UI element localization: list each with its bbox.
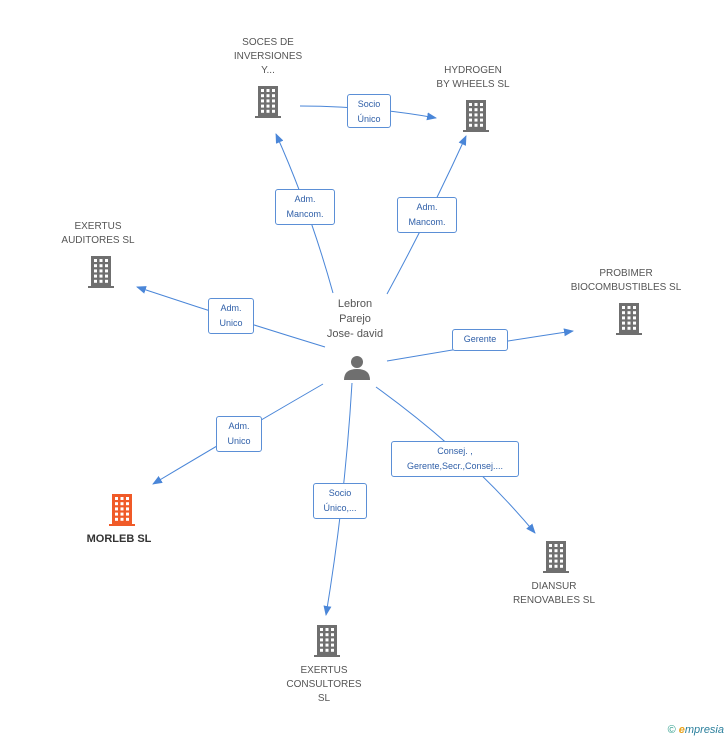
relation-label-line: Adm. <box>416 202 438 212</box>
building-icon-hydrogen[interactable] <box>463 100 489 132</box>
company-label-line: CONSULTORES <box>286 679 362 690</box>
company-label-line: BIOCOMBUSTIBLES SL <box>570 282 682 293</box>
company-label-line: PROBIMER <box>599 268 653 279</box>
company-label-line: HYDROGEN <box>444 65 502 76</box>
relation-label-probimer[interactable]: Gerente <box>452 329 508 351</box>
relation-label-line: Gerente,Secr.,Consej.... <box>406 461 504 471</box>
building-icon-exertus-auditores[interactable] <box>88 256 114 288</box>
company-label-line: BY WHEELS SL <box>436 79 510 90</box>
relation-label-line: Gerente <box>463 334 497 344</box>
company-label-line: MORLEB SL <box>86 533 152 545</box>
building-icon-morleb[interactable] <box>109 494 135 526</box>
relation-label-diansur[interactable]: Consej. , Gerente,Secr.,Consej.... <box>391 441 519 477</box>
company-label-line: SL <box>317 693 331 704</box>
company-label-probimer[interactable]: PROBIMER BIOCOMBUSTIBLES SL <box>556 267 696 295</box>
person-icon[interactable] <box>344 356 370 380</box>
relation-label-line: Socio <box>328 488 352 498</box>
relation-label-morleb[interactable]: Adm. Unico <box>216 416 262 452</box>
relation-label-soces[interactable]: Adm. Mancom. <box>275 189 335 225</box>
company-label-line: EXERTUS <box>300 665 348 676</box>
company-label-exertus-consultores[interactable]: EXERTUS CONSULTORES SL <box>254 664 394 706</box>
relation-label-auditores[interactable]: Adm. Unico <box>208 298 254 334</box>
company-label-line: SOCES DE <box>242 37 294 48</box>
relation-label-line: Adm. <box>294 194 316 204</box>
person-label-line: Jose- david <box>326 328 384 340</box>
company-label-soces[interactable]: SOCES DE INVERSIONES Y... <box>198 36 338 78</box>
company-label-morleb[interactable]: MORLEB SL <box>49 532 189 546</box>
relation-label-line: Único,... <box>323 503 357 513</box>
building-icon-probimer[interactable] <box>616 303 642 335</box>
relation-label-line: Mancom. <box>286 209 324 219</box>
company-label-line: RENOVABLES SL <box>512 595 596 606</box>
company-label-line: AUDITORES SL <box>61 235 135 246</box>
relation-label-line: Adm. <box>220 303 242 313</box>
person-label-line: Parejo <box>339 313 371 325</box>
brand-logo-e: e <box>678 724 685 736</box>
company-label-hydrogen[interactable]: HYDROGEN BY WHEELS SL <box>403 64 543 92</box>
footer-brand: © empresia <box>668 724 724 736</box>
building-icon-soces[interactable] <box>255 86 281 118</box>
company-label-line: INVERSIONES <box>233 51 303 62</box>
building-icon-diansur[interactable] <box>543 541 569 573</box>
relation-label-line: Adm. <box>228 421 250 431</box>
brand-logo-text: mpresia <box>684 724 724 736</box>
company-label-diansur[interactable]: DIANSUR RENOVABLES SL <box>484 580 624 608</box>
company-label-line: DIANSUR <box>531 581 577 592</box>
relation-label-line: Socio <box>357 99 381 109</box>
company-label-exertus-auditores[interactable]: EXERTUS AUDITORES SL <box>28 220 168 248</box>
relation-label-line: Unico <box>219 318 243 328</box>
person-label-line: Lebron <box>337 298 373 310</box>
relation-label-line: Mancom. <box>408 217 446 227</box>
company-label-line: EXERTUS <box>74 221 122 232</box>
copyright-symbol: © <box>667 724 676 736</box>
building-icon-exertus-consultores[interactable] <box>314 625 340 657</box>
relation-label-line: Consej. , <box>437 446 473 456</box>
company-label-line: Y... <box>261 65 275 76</box>
relation-label-line: Unico <box>227 436 251 446</box>
relation-label-line: Único <box>357 114 381 124</box>
relation-label-hydrogen[interactable]: Adm. Mancom. <box>397 197 457 233</box>
